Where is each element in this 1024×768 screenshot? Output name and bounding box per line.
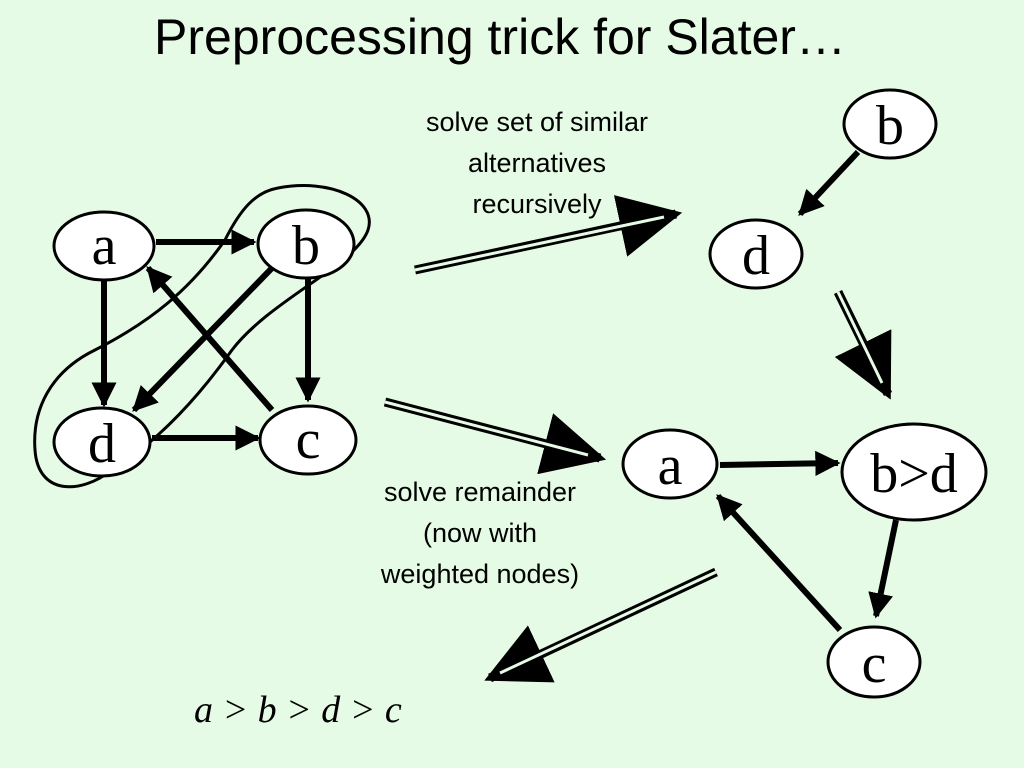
arrow-to-remainder <box>383 397 607 475</box>
edge-bd-c <box>868 519 899 619</box>
edge-c-a <box>145 266 275 412</box>
top-right-edges <box>797 149 861 217</box>
svg-text:b: b <box>292 215 320 277</box>
arrow-merge-into-weighted <box>833 290 893 400</box>
svg-text:b: b <box>876 95 904 157</box>
node-right-c: c <box>826 625 922 699</box>
svg-text:d: d <box>88 413 116 475</box>
edge-top-b-d <box>797 149 861 217</box>
svg-text:d: d <box>742 225 770 287</box>
final-ranking: a > b > d > c <box>194 689 402 731</box>
svg-text:c: c <box>296 409 321 471</box>
node-left-b: b <box>256 208 356 280</box>
edge-b-d <box>131 265 275 413</box>
arrow-to-result <box>484 567 718 683</box>
slide-title: Preprocessing trick for Slater… <box>154 9 846 65</box>
caption-solve-remainder: solve remainder (now with weighted nodes… <box>380 477 580 589</box>
node-left-d: d <box>52 406 152 478</box>
transition-arrows <box>383 195 893 683</box>
arrow-to-recursive-subproblem <box>414 195 683 275</box>
left-graph-edges <box>91 229 321 451</box>
caption-solve-recursively: solve set of similar alternatives recurs… <box>425 107 649 219</box>
node-top-d: d <box>708 218 804 290</box>
node-top-b: b <box>842 88 938 160</box>
node-left-c: c <box>258 404 358 476</box>
edge-c-a <box>715 493 843 633</box>
svg-text:a: a <box>658 435 683 497</box>
node-left-a: a <box>52 210 156 282</box>
weighted-graph-edges <box>715 450 899 633</box>
node-right-bd: b>d <box>840 422 988 522</box>
similar-set-lasso <box>33 184 371 489</box>
svg-text:a: a <box>92 215 117 277</box>
node-right-a: a <box>621 428 719 500</box>
edge-a-bd <box>719 450 841 476</box>
svg-text:c: c <box>862 633 887 695</box>
svg-text:b>d: b>d <box>870 443 958 505</box>
